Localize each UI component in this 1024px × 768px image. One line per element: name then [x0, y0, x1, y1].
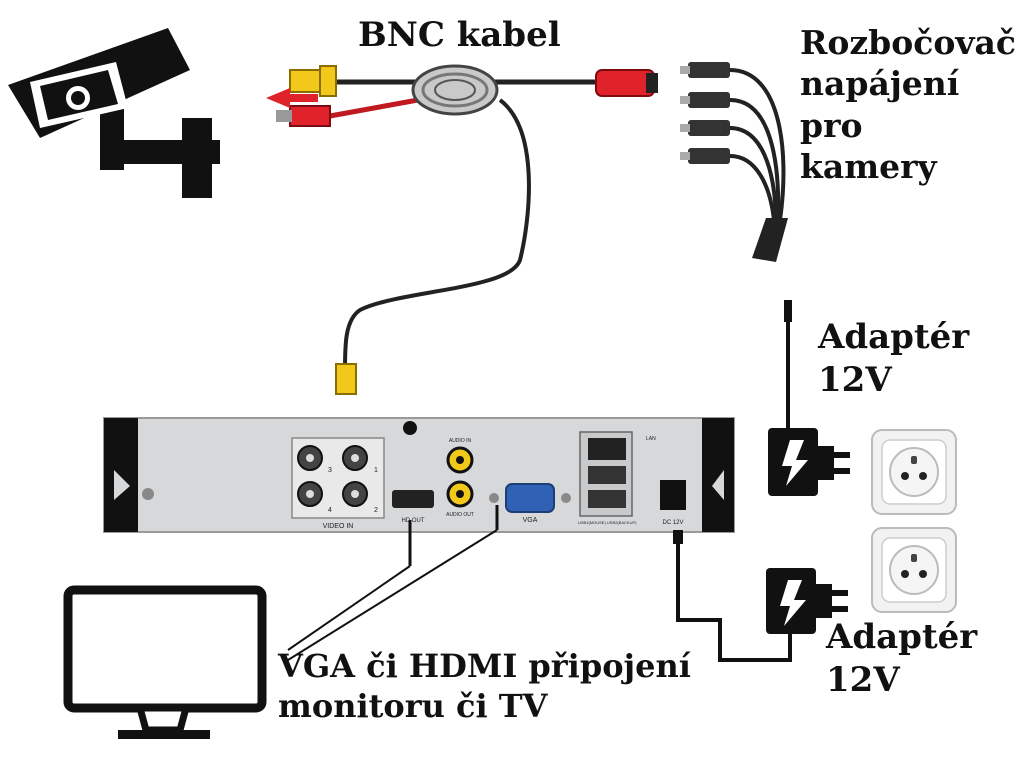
adapter-top-label-line1: Adaptér [818, 317, 970, 357]
splitter-label: Rozbočovač napájení pro kamery [800, 22, 1024, 187]
adapter-bottom-label-line2: 12V [826, 659, 900, 700]
adapter-top-label-line2: 12V [818, 359, 892, 400]
monitor-connection-line1: VGA či HDMI připojení [278, 647, 691, 685]
hdmi-pointer-line [287, 565, 411, 651]
splitter-label-line2: napájení pro [800, 64, 960, 145]
dvr-port-4-label: 4 [328, 507, 332, 514]
adapter-top-label: Adaptér 12V [818, 316, 969, 401]
dvr-vga-label: VGA [523, 517, 538, 524]
socket-icon [871, 429, 957, 515]
adapter-icon [673, 530, 848, 662]
dvr-port-3-label: 3 [328, 467, 332, 474]
adapter-bottom-label: Adaptér 12V [826, 616, 977, 701]
power-splitter-icon [680, 62, 788, 262]
monitor-connection-line2: monitoru či TV [278, 687, 548, 725]
splitter-label-line3: kamery [800, 146, 937, 186]
dvr-usb-label: USB1(MOUSE) USB2(BACKUP) [578, 520, 637, 525]
monitor-icon [63, 585, 267, 739]
bnc-cable [266, 64, 658, 395]
dvr-lan-label: LAN [646, 436, 656, 442]
adapter-bottom-label-line1: Adaptér [826, 617, 978, 657]
dvr-recorder [103, 417, 735, 533]
vga-pointer-line [287, 529, 498, 661]
bnc-cable-label: BNC kabel [358, 15, 561, 55]
splitter-label-line1: Rozbočovač [800, 23, 1017, 62]
dvr-video-in-label: VIDEO IN [323, 523, 354, 530]
dvr-audio-out-label: AUDIO OUT [446, 512, 474, 518]
adapter-icon [768, 300, 850, 496]
dvr-hd-out-label: HD OUT [402, 518, 425, 524]
socket-icon [871, 527, 957, 613]
camera-icon [8, 28, 220, 198]
dvr-port-1-label: 1 [374, 467, 378, 474]
monitor-connection-label: VGA či HDMI připojení monitoru či TV [278, 646, 691, 726]
dvr-dc-label: DC 12V [662, 520, 683, 526]
dvr-port-2-label: 2 [374, 507, 378, 514]
dvr-audio-in-label: AUDIO IN [449, 438, 472, 444]
